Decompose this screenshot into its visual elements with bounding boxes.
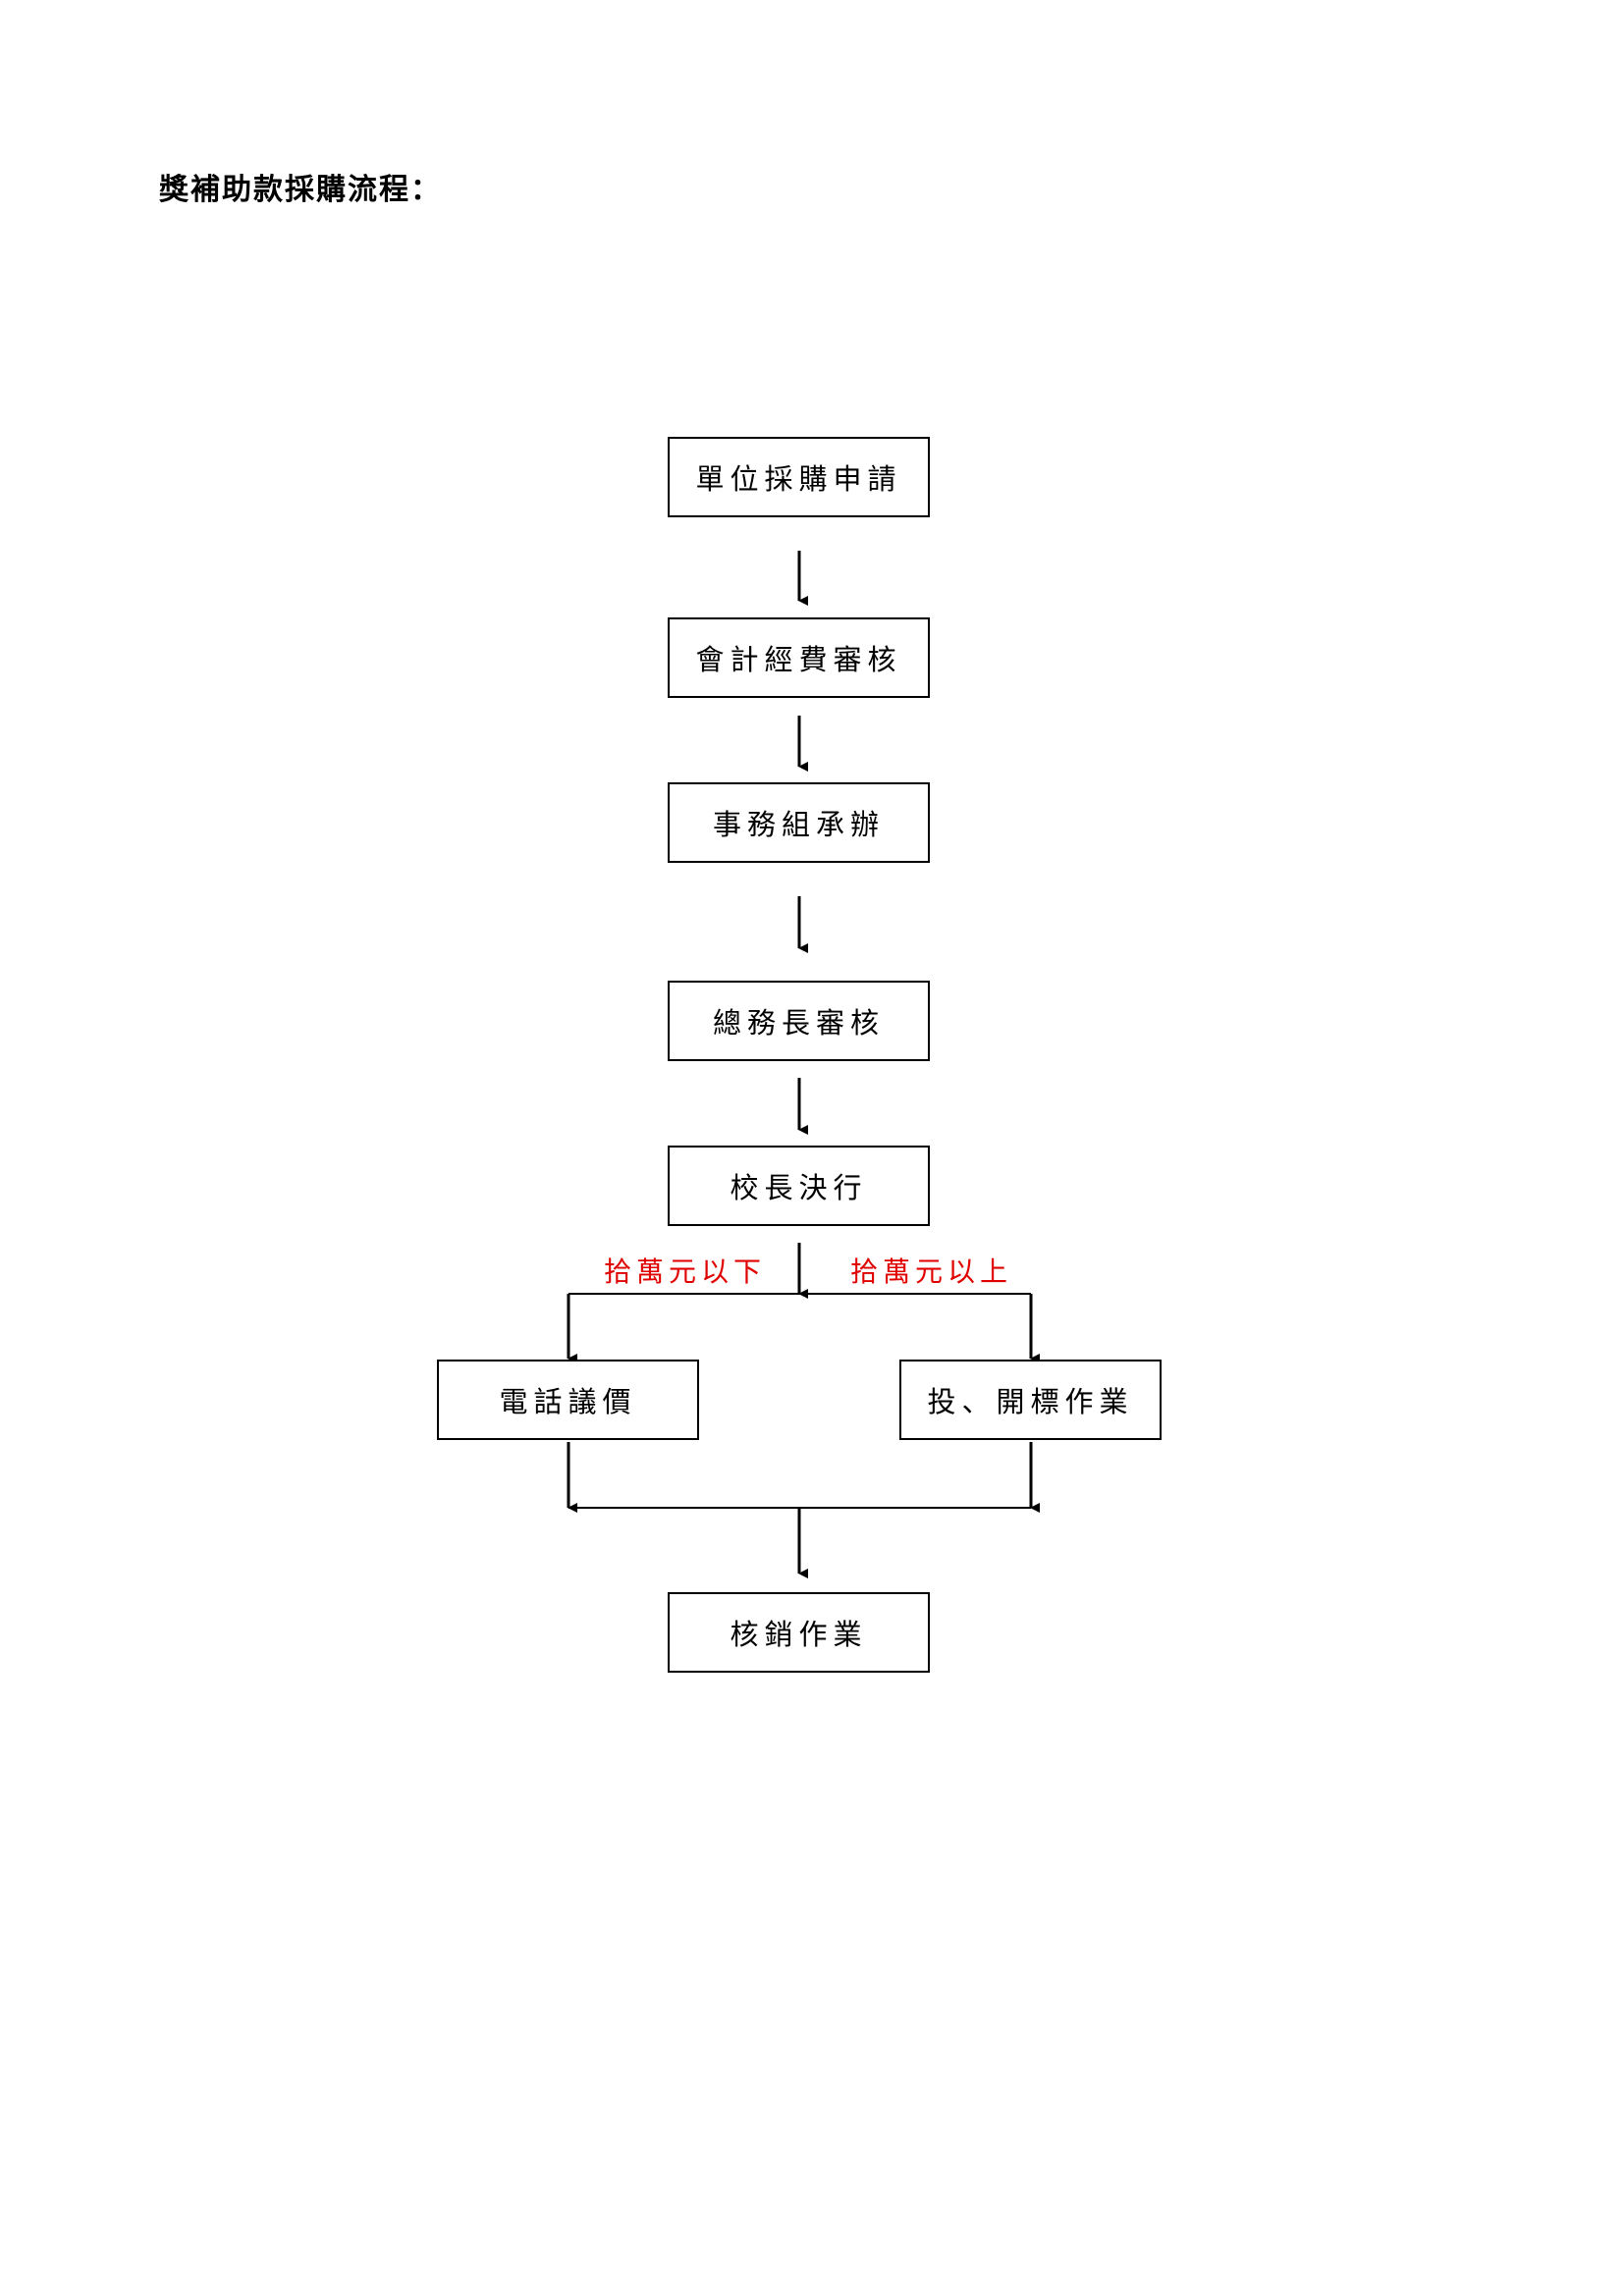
step-general-affairs-review: 總務長審核 <box>668 981 930 1061</box>
branch-label-above: 拾萬元以上 <box>850 1255 1013 1288</box>
step-phone-negotiation: 電話議價 <box>437 1360 699 1440</box>
step-reimbursement: 核銷作業 <box>668 1592 930 1673</box>
page-title: 獎補助款採購流程： <box>159 173 442 207</box>
step-tender: 投、開標作業 <box>899 1360 1162 1440</box>
step-president-decision: 校長決行 <box>668 1146 930 1226</box>
branch-label-below: 拾萬元以下 <box>604 1255 767 1288</box>
step-accounting-review: 會計經費審核 <box>668 617 930 698</box>
step-affairs-handling: 事務組承辦 <box>668 782 930 863</box>
step-unit-request: 單位採購申請 <box>668 437 930 517</box>
